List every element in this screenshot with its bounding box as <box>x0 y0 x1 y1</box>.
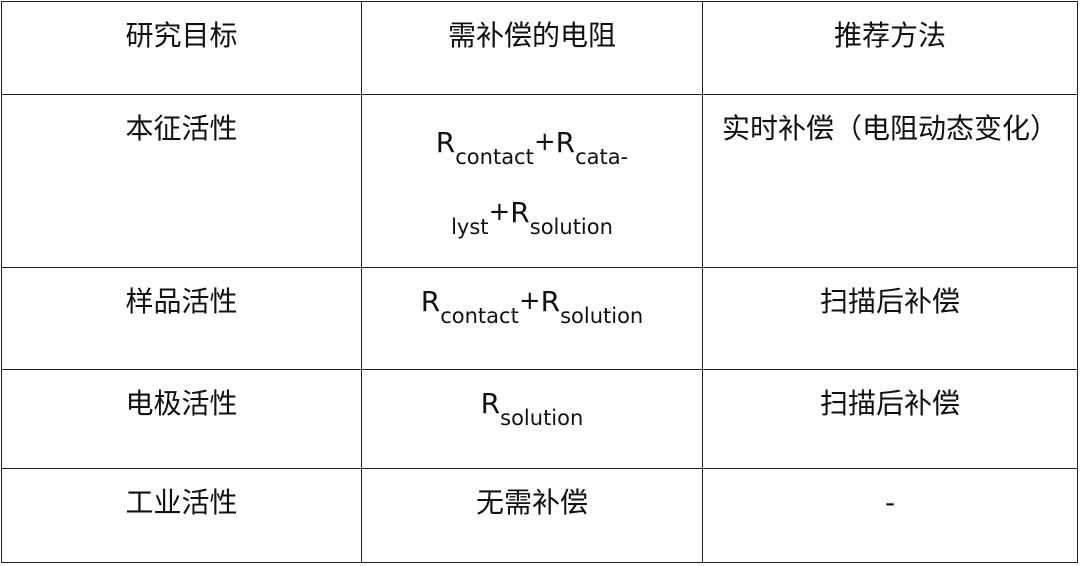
table-row: 本征活性 Rcontact+Rcata- lyst+Rsolution 实时补偿… <box>1 94 1078 268</box>
table-cell: 样品活性 <box>1 267 362 370</box>
recommended-method: 实时补偿（电阻动态变化） <box>721 112 1058 145</box>
research-target: 本征活性 <box>125 112 238 145</box>
header-resistance: 需补偿的电阻 <box>447 19 616 52</box>
plus-sign: + <box>488 197 511 227</box>
table-row: 样品活性 Rcontact+Rsolution 扫描后补偿 <box>1 267 1078 370</box>
table-cell: 本征活性 <box>1 94 362 268</box>
table-cell: 实时补偿（电阻动态变化） <box>702 94 1078 268</box>
header-cell: 推荐方法 <box>702 1 1078 95</box>
resistance-subscript-continued: lyst <box>451 215 489 239</box>
resistance-subscript: contact <box>440 304 519 328</box>
resistance-symbol: R <box>480 387 501 420</box>
research-target: 电极活性 <box>125 387 238 420</box>
table-row: 工业活性 无需补偿 - <box>1 468 1078 563</box>
resistance-symbol: R <box>510 196 530 229</box>
resistance-subscript: contact <box>455 145 534 169</box>
header-cell: 研究目标 <box>1 1 362 95</box>
header-method: 推荐方法 <box>833 19 946 52</box>
resistance-symbol: R <box>420 285 441 318</box>
resistance-subscript: solution <box>500 406 584 430</box>
resistance-subscript: cata- <box>575 145 629 169</box>
resistance-formula: Rcontact+Rsolution <box>362 268 702 338</box>
table-cell: 无需补偿 <box>361 468 703 563</box>
table-cell: Rsolution <box>361 369 703 469</box>
header-research-target: 研究目标 <box>125 19 238 52</box>
table-header-row: 研究目标 需补偿的电阻 推荐方法 <box>1 1 1078 95</box>
resistance-symbol: R <box>435 126 456 159</box>
plus-sign: + <box>518 286 541 316</box>
formula-line: lyst+Rsolution <box>362 179 702 249</box>
research-target: 样品活性 <box>125 285 238 318</box>
table-cell: - <box>702 468 1078 563</box>
recommended-method: - <box>884 486 896 519</box>
table-cell: Rcontact+Rsolution <box>361 267 703 370</box>
table-row: 电极活性 Rsolution 扫描后补偿 <box>1 369 1078 469</box>
research-target: 工业活性 <box>125 486 238 519</box>
formula-line: Rsolution <box>362 370 702 440</box>
table-cell: Rcontact+Rcata- lyst+Rsolution <box>361 94 703 268</box>
recommended-method: 扫描后补偿 <box>819 387 960 420</box>
formula-line: Rcontact+Rcata- <box>362 109 702 179</box>
header-cell: 需补偿的电阻 <box>361 1 703 95</box>
resistance-symbol: R <box>555 126 576 159</box>
resistance-subscript: solution <box>560 304 644 328</box>
resistance-subscript: solution <box>529 215 613 239</box>
resistance-formula: Rsolution <box>362 370 702 440</box>
resistance-formula: Rcontact+Rcata- lyst+Rsolution <box>362 95 702 249</box>
formula-line: Rcontact+Rsolution <box>362 268 702 338</box>
table-cell: 电极活性 <box>1 369 362 469</box>
resistance-symbol: R <box>540 285 561 318</box>
plus-sign: + <box>533 127 556 157</box>
recommended-method: 扫描后补偿 <box>819 285 960 318</box>
resistance-text: 无需补偿 <box>475 486 588 519</box>
table-cell: 扫描后补偿 <box>702 369 1078 469</box>
table-cell: 扫描后补偿 <box>702 267 1078 370</box>
table-cell: 工业活性 <box>1 468 362 563</box>
